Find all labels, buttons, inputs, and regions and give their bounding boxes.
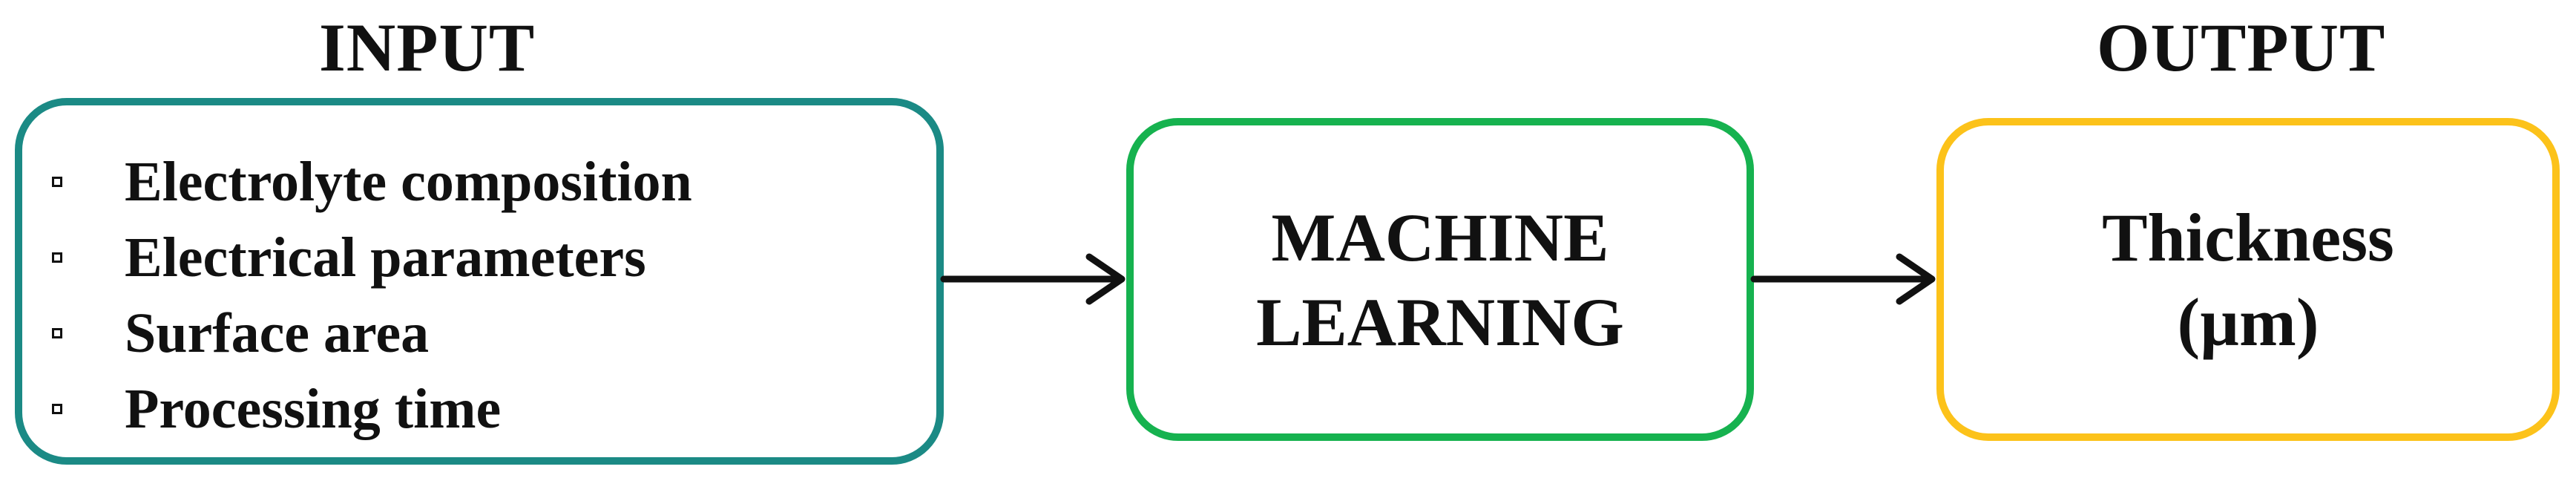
input-item-processing-time: Processing time	[52, 371, 692, 447]
input-item-electrolyte-composition: Electrolyte composition	[52, 144, 692, 220]
input-item-label: Processing time	[125, 378, 502, 440]
input-item-surface-area: Surface area	[52, 295, 692, 371]
square-bullet-icon	[52, 404, 62, 414]
process-label-line2: LEARNING	[1256, 284, 1624, 360]
input-item-label: Electrolyte composition	[125, 151, 692, 213]
square-bullet-icon	[52, 252, 62, 263]
input-item-electrical-parameters: Electrical parameters	[52, 220, 692, 295]
arrow-input-to-ml	[940, 253, 1126, 305]
output-label-line1: Thickness	[2102, 199, 2394, 275]
output-label-line2: (µm)	[2177, 284, 2319, 360]
arrow-ml-to-output	[1750, 253, 1936, 305]
machine-learning-box: MACHINE LEARNING	[1126, 118, 1754, 441]
process-label-line1: MACHINE	[1271, 199, 1609, 275]
square-bullet-icon	[52, 328, 62, 338]
input-heading: INPUT	[319, 10, 536, 85]
input-box: Electrolyte composition Electrical param…	[15, 98, 944, 465]
input-list: Electrolyte composition Electrical param…	[52, 144, 692, 447]
output-heading: OUTPUT	[2097, 10, 2386, 85]
input-item-label: Surface area	[125, 302, 430, 364]
square-bullet-icon	[52, 177, 62, 187]
output-box: Thickness (µm)	[1936, 118, 2560, 441]
input-item-label: Electrical parameters	[125, 226, 646, 289]
